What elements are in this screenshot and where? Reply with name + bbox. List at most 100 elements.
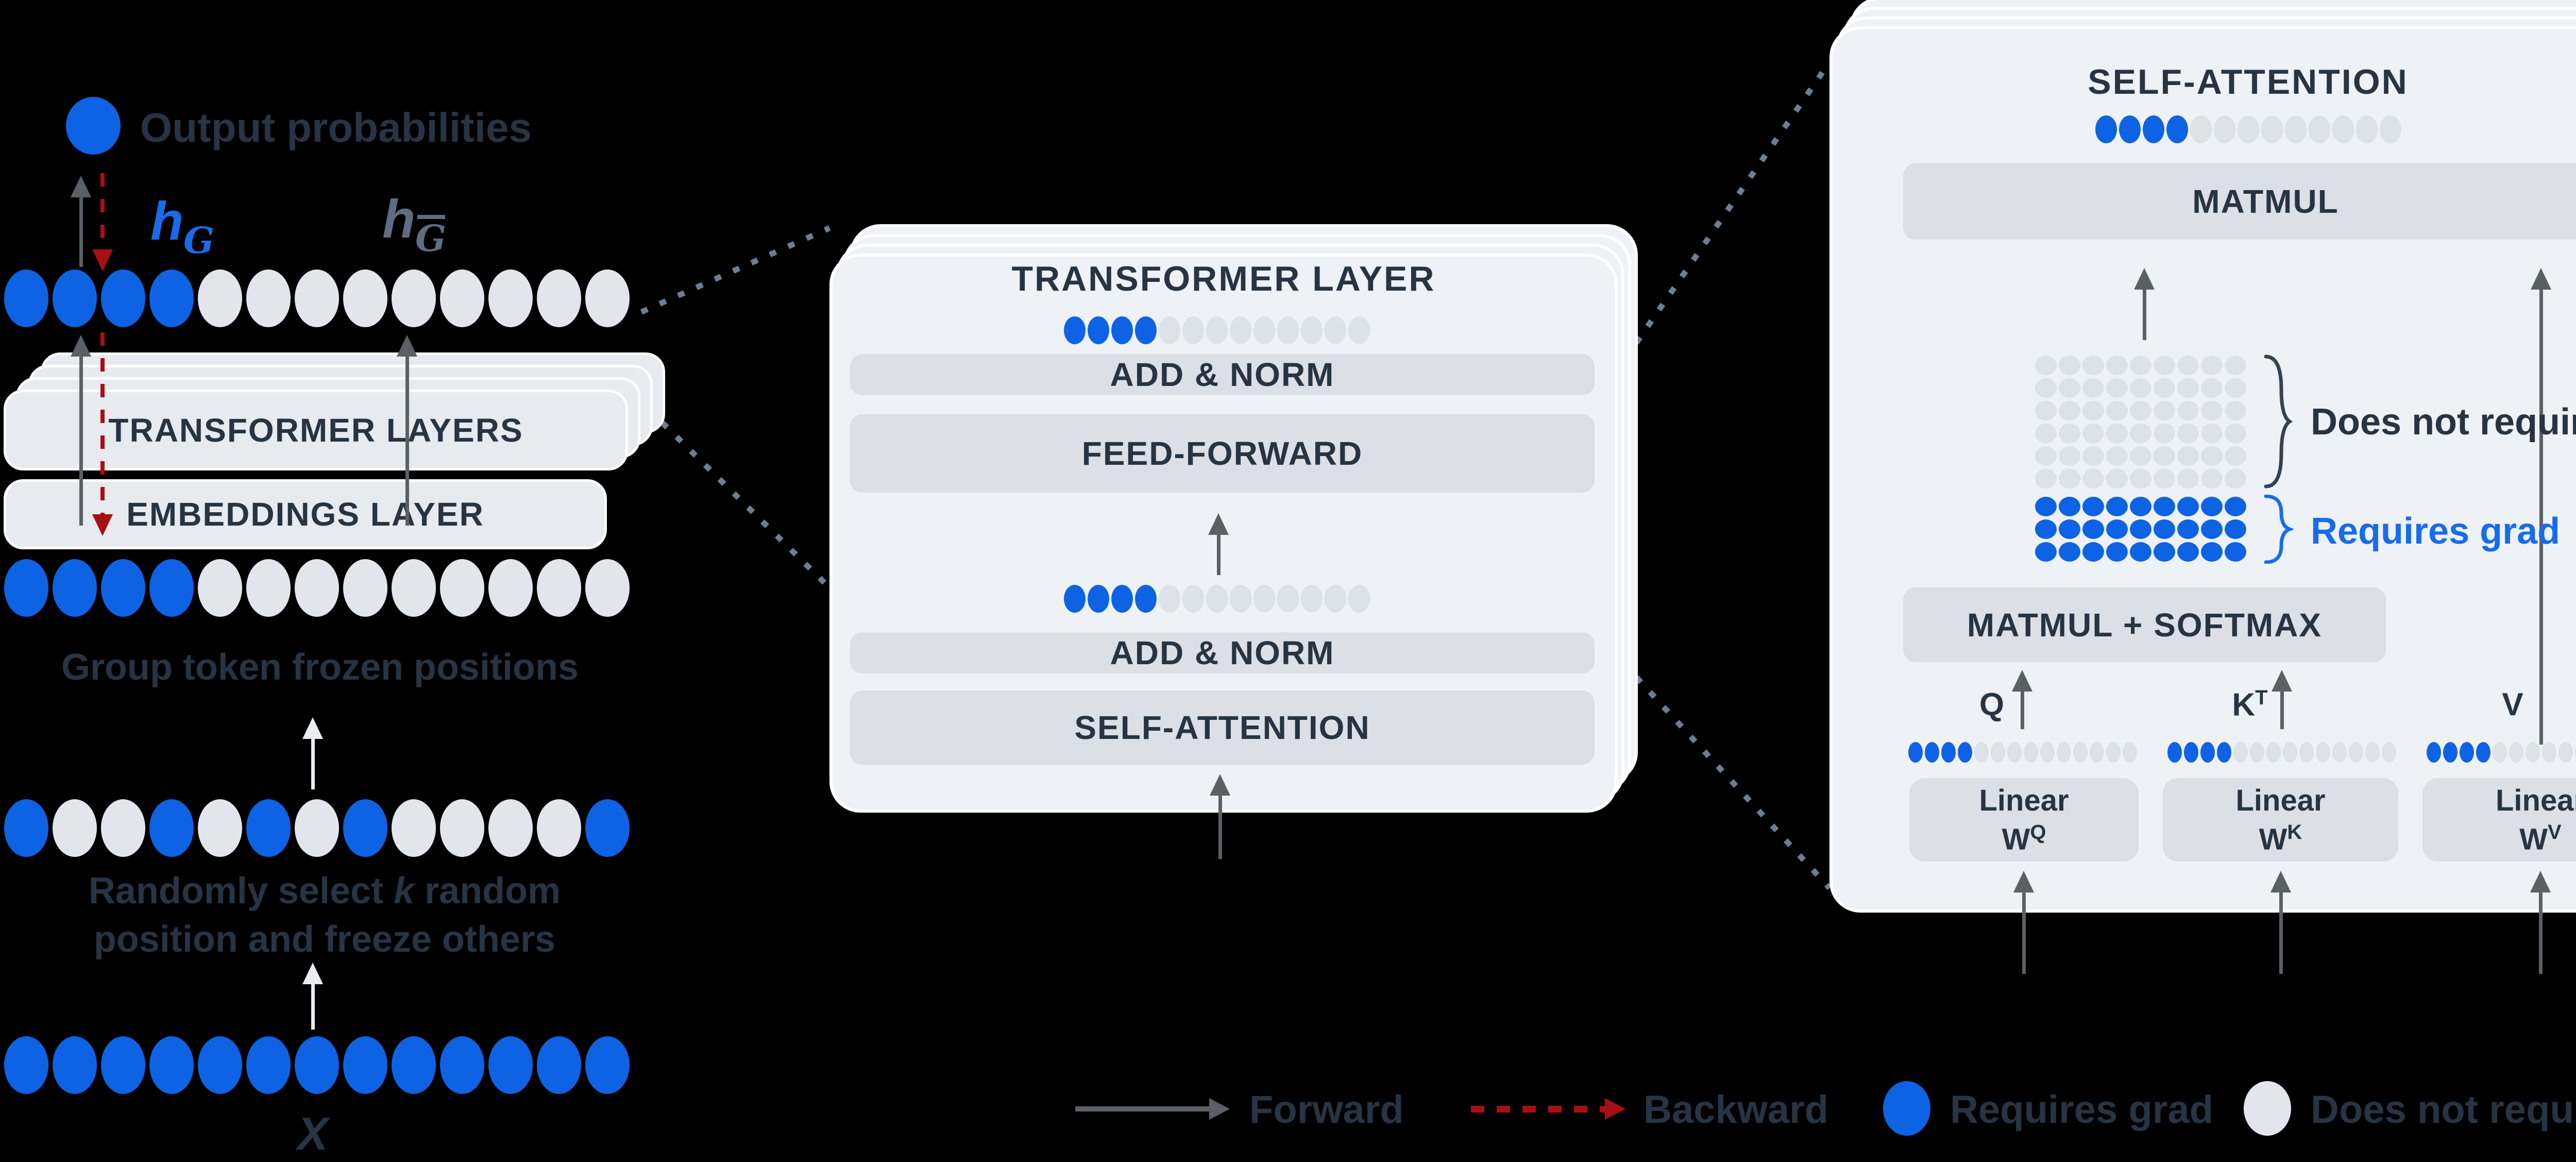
random-select-caption: Randomly select k random position and fr… [52,867,598,964]
token-no-grad [537,559,581,617]
matrix-cell [2201,542,2223,562]
token-requires-grad [4,799,48,857]
token-requires-grad [2200,742,2215,763]
token-no-grad [2233,742,2248,763]
matrix-cell [2177,497,2199,516]
h-selected-base: h [150,191,184,251]
token-no-grad [2238,115,2259,143]
token-no-grad [2558,742,2573,763]
token-no-grad [2250,742,2264,763]
token-requires-grad [4,1036,48,1094]
legend-forward-arrow-icon [1075,1097,1230,1121]
token-no-grad [1974,742,1989,763]
output-probabilities-label: Output probabilities [140,105,532,150]
matrix-cell [2059,356,2080,375]
token-no-grad [1206,316,1228,344]
matrix-row [2035,542,2246,562]
linear-wq-sup: Q [2030,820,2046,844]
token-no-grad [1348,585,1370,613]
middle-dots-bottom [1064,585,1370,613]
token-no-grad [1159,585,1180,613]
matrix-cell [2082,519,2104,539]
token-requires-grad [1925,742,1939,763]
add-norm-top-box: ADD & NORM [850,354,1595,395]
token-no-grad [1230,585,1251,613]
legend-no-grad-icon [2244,1081,2291,1136]
middle-dots-top [1064,316,1370,344]
token-requires-grad [1064,316,1086,344]
matrix-cell [2225,356,2246,375]
token-requires-grad [2427,742,2441,763]
linear-wv-w: W [2519,822,2548,856]
matrix-cell [2106,497,2128,516]
embeddings-layer-label: EMBEDDINGS LAYER [126,496,484,533]
token-no-grad [2261,115,2283,143]
matrix-cell [2201,446,2223,466]
brace-requires-grad [2264,495,2294,564]
arrow-into-transformer-layer [1208,774,1232,859]
token-requires-grad [2166,115,2188,143]
self-attention-box-label: SELF-ATTENTION [1074,709,1370,746]
kt-superscript: T [2255,686,2268,709]
token-no-grad [537,270,581,327]
token-requires-grad [2143,115,2164,143]
token-no-grad [488,799,533,857]
matrix-cell [2130,519,2151,539]
matrix-row [2035,424,2246,443]
token-requires-grad [343,799,387,857]
token-no-grad [2007,742,2022,763]
token-no-grad [2316,742,2330,763]
token-requires-grad [1064,585,1086,613]
token-no-grad [392,799,436,857]
backward-arrow-output [91,173,114,271]
linear-wk-w: W [2259,822,2287,856]
matrix-cell [2059,519,2080,539]
token-requires-grad [2443,742,2458,763]
matrix-cell [2177,356,2199,375]
matrix-cell [2106,356,2128,375]
token-no-grad [392,270,436,327]
token-no-grad [2090,742,2104,763]
matrix-cell [2154,497,2175,516]
token-requires-grad [1088,316,1109,344]
attention-matrix-no-grad-rows [2035,356,2246,489]
matrix-cell [2130,469,2151,489]
token-no-grad [1277,316,1299,344]
token-no-grad [1182,585,1204,613]
legend-backward-arrow-icon [1471,1097,1625,1121]
token-no-grad [2356,115,2378,143]
h-selected-subscript: G [183,219,214,262]
matrix-cell [2082,469,2104,489]
arrow-kt [2270,670,2294,729]
forward-arrow-output [69,176,93,267]
token-no-grad [440,270,484,327]
token-requires-grad [585,799,630,857]
token-no-grad [488,559,533,617]
k-dots-row [2167,742,2396,763]
token-requires-grad [2095,115,2117,143]
token-requires-grad [4,270,48,327]
token-no-grad [1253,316,1275,344]
add-norm-bottom-box: ADD & NORM [850,632,1595,673]
matrix-cell [2201,378,2223,398]
token-requires-grad [2217,742,2231,763]
input-x-label: X [297,1108,329,1160]
v-label: V [2502,687,2523,722]
token-no-grad [198,559,242,617]
token-no-grad [1325,316,1346,344]
token-requires-grad [246,1036,291,1094]
arrow-v-to-matmul [2529,268,2553,745]
random-caption-post: random [414,870,561,912]
matrix-cell [2059,401,2080,420]
token-no-grad [53,799,97,857]
token-requires-grad [1135,316,1157,344]
token-no-grad [198,270,242,327]
matrix-row [2035,356,2246,375]
matrix-cell [2154,356,2175,375]
token-no-grad [440,799,484,857]
forward-arrow-frozen-tokens [395,335,419,526]
token-no-grad [585,270,630,327]
token-requires-grad [1111,316,1133,344]
matrix-cell [2201,356,2223,375]
